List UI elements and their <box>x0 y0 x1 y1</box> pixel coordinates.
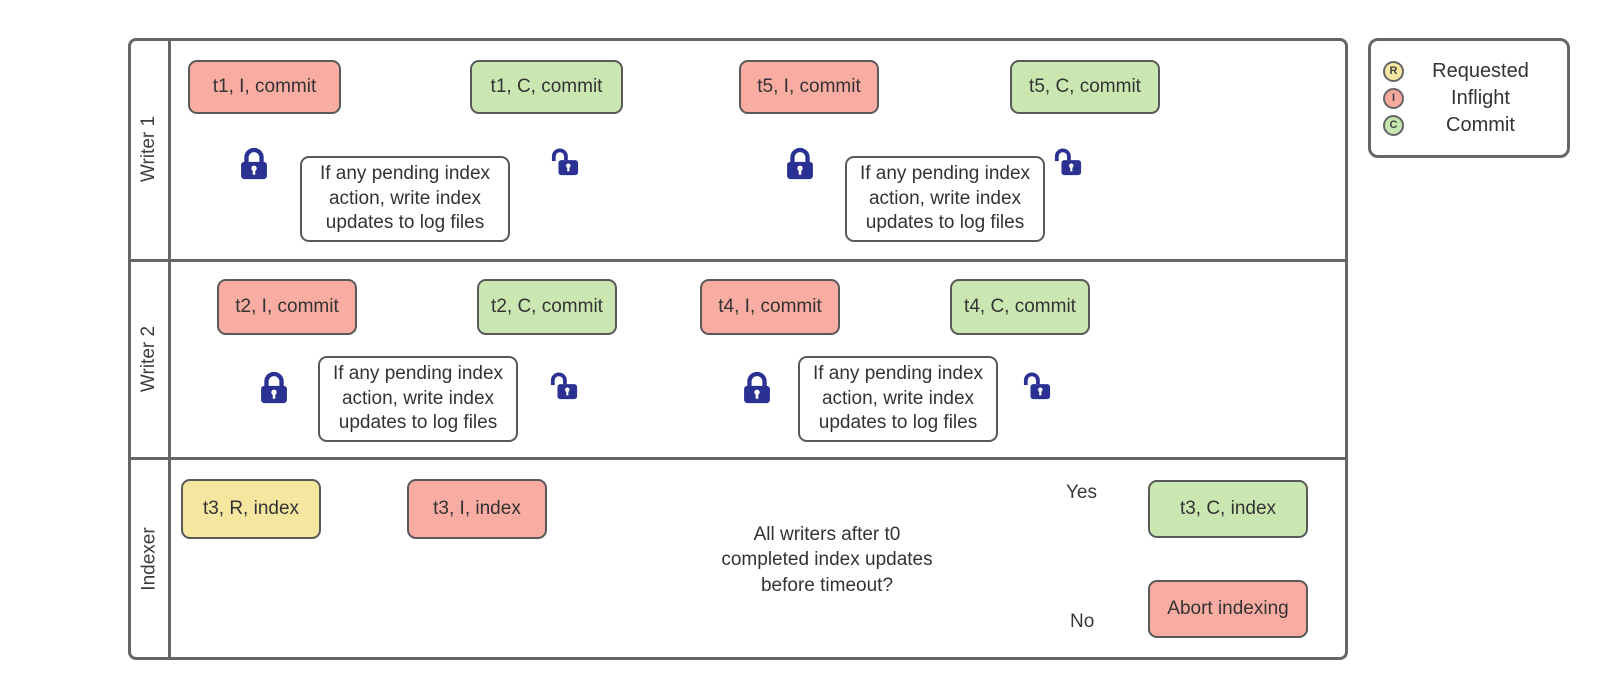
closed-lock-icon <box>786 146 814 182</box>
closed-lock-icon <box>240 146 268 182</box>
node-abort-indexing: Abort indexing <box>1148 580 1308 638</box>
node-t1-process: If any pending index action, write index… <box>300 156 510 242</box>
lane-label-indexer: Indexer <box>138 527 160 591</box>
lane-label-writer-2: Writer 2 <box>138 325 160 393</box>
node-t3-requested: t3, R, index <box>181 479 321 539</box>
legend-label: Requested <box>1432 59 1529 82</box>
requested-state-icon: R <box>1383 60 1404 82</box>
decision-no-label: No <box>1070 611 1095 632</box>
open-lock-icon <box>551 144 579 180</box>
node-t5-inflight: t5, I, commit <box>739 60 879 114</box>
legend: R Requested I Inflight C Commit <box>1368 38 1570 158</box>
node-t4-commit: t4, C, commit <box>950 279 1090 335</box>
lane-separator-2 <box>128 457 1348 460</box>
node-t2-commit: t2, C, commit <box>477 279 617 335</box>
node-t4-inflight: t4, I, commit <box>700 279 840 335</box>
node-t1-commit: t1, C, commit <box>470 60 623 114</box>
decision-question: All writers after t0 completed index upd… <box>721 524 933 596</box>
node-t5-process: If any pending index action, write index… <box>845 156 1045 242</box>
decision-yes-label: Yes <box>1066 482 1097 503</box>
open-lock-icon <box>1023 368 1051 404</box>
node-t1-inflight: t1, I, commit <box>188 60 341 114</box>
commit-state-icon: C <box>1383 114 1404 136</box>
legend-label: Commit <box>1446 113 1515 136</box>
node-t4-process: If any pending index action, write index… <box>798 356 998 442</box>
lane-separator-1 <box>128 259 1348 262</box>
node-t3-commit: t3, C, index <box>1148 480 1308 538</box>
swimlane-frame <box>128 38 1348 660</box>
open-lock-icon <box>1054 144 1082 180</box>
inflight-state-icon: I <box>1383 87 1404 109</box>
node-t3-inflight: t3, I, index <box>407 479 547 539</box>
closed-lock-icon <box>743 370 771 406</box>
open-lock-icon <box>550 368 578 404</box>
node-t5-commit: t5, C, commit <box>1010 60 1160 114</box>
lane-label-writer-1: Writer 1 <box>138 115 160 183</box>
node-t2-inflight: t2, I, commit <box>217 279 357 335</box>
legend-label: Inflight <box>1451 86 1510 109</box>
closed-lock-icon <box>260 370 288 406</box>
legend-item-commit: C Commit <box>1383 114 1557 137</box>
legend-item-requested: R Requested <box>1383 60 1557 83</box>
node-t2-process: If any pending index action, write index… <box>318 356 518 442</box>
legend-item-inflight: I Inflight <box>1383 87 1557 110</box>
lane-label-divider <box>168 38 171 660</box>
